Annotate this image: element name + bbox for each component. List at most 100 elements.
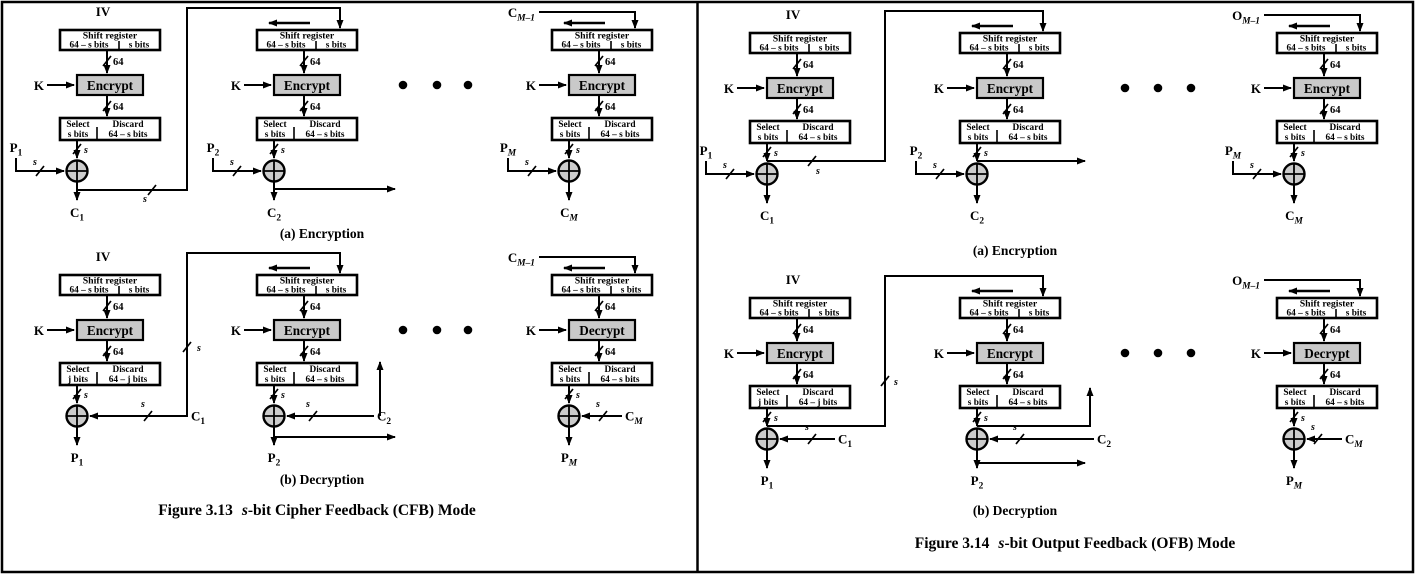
bus-width-slash-tick (269, 388, 279, 400)
shift-register-left-cell-label: 64 – s bits (969, 309, 1008, 319)
block-output-label-base: P (71, 450, 79, 465)
block-output-label: C1 (70, 205, 84, 224)
select-label: Select (1283, 388, 1307, 398)
bus-width-64-label: 64 (1330, 60, 1341, 71)
block-input-label: CM (625, 409, 643, 428)
select-discard-box (1275, 119, 1379, 145)
block-output-label-subscript: M (569, 214, 579, 224)
discard-bits-label: 64 – s bits (1325, 398, 1364, 408)
previous-output-label-subscript: M–1 (1241, 17, 1260, 27)
bus-width-64-label: 64 (803, 370, 814, 381)
feedback-wire (977, 387, 1094, 427)
s-width-label: s (815, 166, 820, 177)
shift-register-left-cell-label: 64 – s bits (561, 286, 600, 296)
bus-width-slash-tick (1015, 433, 1025, 445)
shift-register-title: Shift register (1300, 34, 1355, 45)
block-output-label: C2 (970, 208, 984, 227)
input-wire (15, 158, 65, 175)
key-label: K (724, 346, 735, 361)
bus-width-slash-tick (72, 143, 82, 155)
block-input-label-base: C (1345, 432, 1354, 447)
block-input-label: P2 (207, 140, 220, 159)
block-input-label-base: C (625, 409, 634, 424)
block-output-label-base: C (70, 205, 79, 220)
block-input-label-subscript: 2 (918, 152, 923, 162)
cipher-function-box (75, 73, 145, 97)
s-width-label: s (83, 390, 88, 401)
discard-bits-label: 64 – s bits (1008, 398, 1047, 408)
block-input-label: CM (1345, 432, 1363, 451)
shift-register-title: Shift register (1300, 299, 1355, 310)
shift-register-title: Shift register (280, 31, 335, 42)
block-output-label-base: C (560, 205, 569, 220)
bus-width-slash-tick (972, 146, 982, 158)
bus-width-64-label: 64 (113, 347, 124, 358)
shift-register-right-cell-label: s bits (129, 41, 150, 51)
cipher-function-label: Encrypt (284, 323, 331, 338)
input-wire (507, 158, 557, 175)
continuation-dot (432, 80, 442, 90)
select-discard-box (58, 361, 162, 387)
block-output-label-subscript: 1 (769, 217, 774, 227)
s-width-label: s (575, 390, 580, 401)
block-output-label-base: P (1286, 473, 1294, 488)
select-label: Select (1283, 123, 1307, 133)
block-input-label: P1 (10, 140, 23, 159)
select-label: Select (756, 388, 780, 398)
bus-width-slash-tick (1319, 323, 1329, 335)
select-discard-box (958, 384, 1062, 410)
select-bits-label: s bits (265, 375, 286, 385)
block-output-label-subscript: 1 (769, 482, 774, 492)
previous-output-label-base: O (1232, 273, 1242, 288)
continuation-dot (432, 325, 442, 335)
select-bits-label: s bits (968, 398, 989, 408)
shift-register-left-cell-label: 64 – s bits (266, 286, 305, 296)
s-width-label: s (32, 157, 37, 168)
input-wire (212, 158, 262, 175)
key-label: K (724, 81, 735, 96)
cipher-function-box (567, 73, 637, 97)
block-input-label: PM (1225, 143, 1242, 162)
bus-width-slash-tick (72, 388, 82, 400)
block-input-label-subscript: 1 (200, 417, 205, 427)
bus-width-64-label: 64 (310, 57, 321, 68)
select-bits-label: s bits (758, 133, 779, 143)
feedback-wire (77, 7, 344, 191)
bus-width-slash-tick (299, 300, 309, 312)
bus-width-64-label: 64 (1013, 60, 1024, 71)
s-width-label: s (140, 399, 145, 410)
key-label: K (34, 323, 45, 338)
s-width-label: s (83, 145, 88, 156)
bus-width-slash-tick (102, 55, 112, 67)
shift-register-right-cell-label: s bits (1346, 309, 1367, 319)
bus-width-slash-tick (762, 411, 772, 423)
s-width-label: s (196, 343, 201, 354)
block-output-label: CM (1285, 208, 1303, 227)
feedback-wire (767, 10, 1047, 162)
s-width-label: s (773, 148, 778, 159)
key-label: K (231, 323, 242, 338)
bus-width-slash-tick (102, 100, 112, 112)
block-input-label-subscript: M (633, 417, 643, 427)
shift-register-right-cell-label: s bits (621, 286, 642, 296)
discard-bits-label: 64 – s bits (1325, 133, 1364, 143)
block-input-label: PM (500, 140, 517, 159)
continuation-dot (1153, 83, 1163, 93)
select-bits-label: s bits (265, 130, 286, 140)
discard-label: Discard (1330, 388, 1362, 398)
discard-label: Discard (310, 365, 342, 375)
bus-width-slash-tick (792, 103, 802, 115)
shift-register-box (1275, 296, 1379, 320)
previous-output-label-base: O (1232, 8, 1242, 23)
shift-register-left-cell-label: 64 – s bits (759, 309, 798, 319)
bus-width-64-label: 64 (1330, 105, 1341, 116)
select-bits-label: s bits (968, 133, 989, 143)
shift-register-title: Shift register (575, 31, 630, 42)
shift-register-box (550, 28, 654, 52)
shift-register-left-cell-label: 64 – s bits (266, 41, 305, 51)
shift-register-right-cell-label: s bits (819, 309, 840, 319)
key-label: K (1251, 81, 1262, 96)
shift-register-box (255, 273, 359, 297)
